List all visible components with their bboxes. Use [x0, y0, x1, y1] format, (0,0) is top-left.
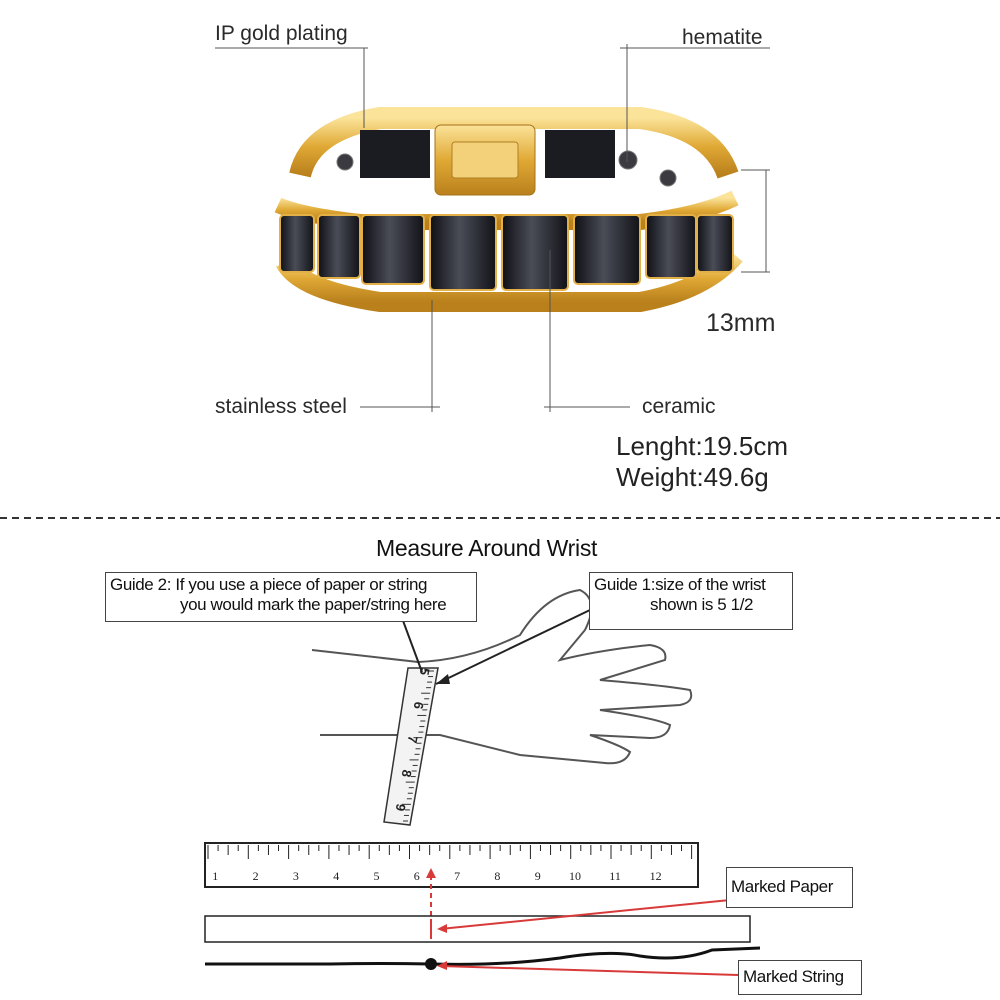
- ruler-number: 11: [609, 869, 621, 883]
- ceramic-link: [501, 214, 569, 291]
- guide2-line1: Guide 2: If you use a piece of paper or …: [110, 575, 428, 594]
- string: [205, 946, 761, 966]
- label-stainless-steel: stainless steel: [215, 395, 347, 418]
- inner-ceramic-link: [545, 130, 615, 178]
- guide2-line2: you would mark the paper/string here: [180, 595, 447, 614]
- guide1-box: Guide 1:size of the wrist shown is 5 1/2: [589, 572, 793, 630]
- ruler-number: 5: [373, 869, 380, 883]
- hematite-bead: [618, 150, 638, 170]
- spec-weight: Weight:49.6g: [616, 462, 769, 492]
- ruler-number: 4: [333, 869, 340, 883]
- hematite-bead: [336, 153, 354, 171]
- guide1-line2: shown is 5 1/2: [650, 595, 754, 614]
- marked-string-box: Marked String: [738, 960, 862, 995]
- ruler-mark-arrowhead: [426, 868, 436, 878]
- ceramic-link: [429, 214, 497, 291]
- guide2-box: Guide 2: If you use a piece of paper or …: [105, 572, 477, 622]
- front-top-gold-edge: [274, 190, 739, 230]
- label-ip-gold-plating: IP gold plating: [215, 22, 348, 45]
- label-width: 13mm: [706, 309, 776, 337]
- ceramic-link: [361, 214, 425, 285]
- hematite-bead: [659, 169, 677, 187]
- label-hematite: hematite: [682, 26, 763, 49]
- ruler-number: 2: [252, 869, 259, 883]
- ruler-number: 6: [413, 869, 420, 883]
- ruler-number: 10: [569, 869, 581, 883]
- ruler-number: 7: [454, 869, 461, 883]
- paper-arrowhead: [437, 924, 447, 933]
- ceramic-links: [279, 214, 734, 291]
- clasp-hinge: [451, 141, 519, 179]
- ceramic-link: [696, 214, 734, 273]
- ruler-number: 12: [649, 869, 662, 883]
- ceramic-link: [279, 214, 315, 273]
- paper-arrow: [439, 899, 731, 930]
- paper-strip: [204, 915, 751, 943]
- ruler-number: 9: [534, 869, 541, 883]
- string-arrowhead: [437, 961, 447, 970]
- ruler-number: 3: [292, 869, 299, 883]
- ruler-number: 1: [212, 869, 219, 883]
- label-ceramic: ceramic: [642, 395, 716, 418]
- spec-length: Lenght:19.5cm: [616, 431, 789, 461]
- guide1-line1: Guide 1:size of the wrist: [594, 575, 766, 594]
- marked-paper-box: Marked Paper: [726, 867, 853, 908]
- guide1-arrow: [435, 609, 591, 685]
- ceramic-link: [573, 214, 641, 285]
- inner-ceramic-link: [360, 130, 430, 178]
- guide2-arrow: [401, 617, 423, 673]
- ceramic-link: [317, 214, 361, 279]
- string-mark: [425, 958, 437, 970]
- tape-measure: [383, 667, 439, 826]
- measure-title: Measure Around Wrist: [376, 535, 598, 561]
- guide1-arrowhead: [436, 674, 450, 684]
- hand-outline: [311, 588, 693, 765]
- front-bottom-gold-edge: [276, 248, 743, 312]
- string-arrow: [439, 965, 739, 976]
- ruler-number: 8: [494, 869, 501, 883]
- bracelet-back-band: [289, 107, 739, 180]
- ruler: [204, 842, 699, 888]
